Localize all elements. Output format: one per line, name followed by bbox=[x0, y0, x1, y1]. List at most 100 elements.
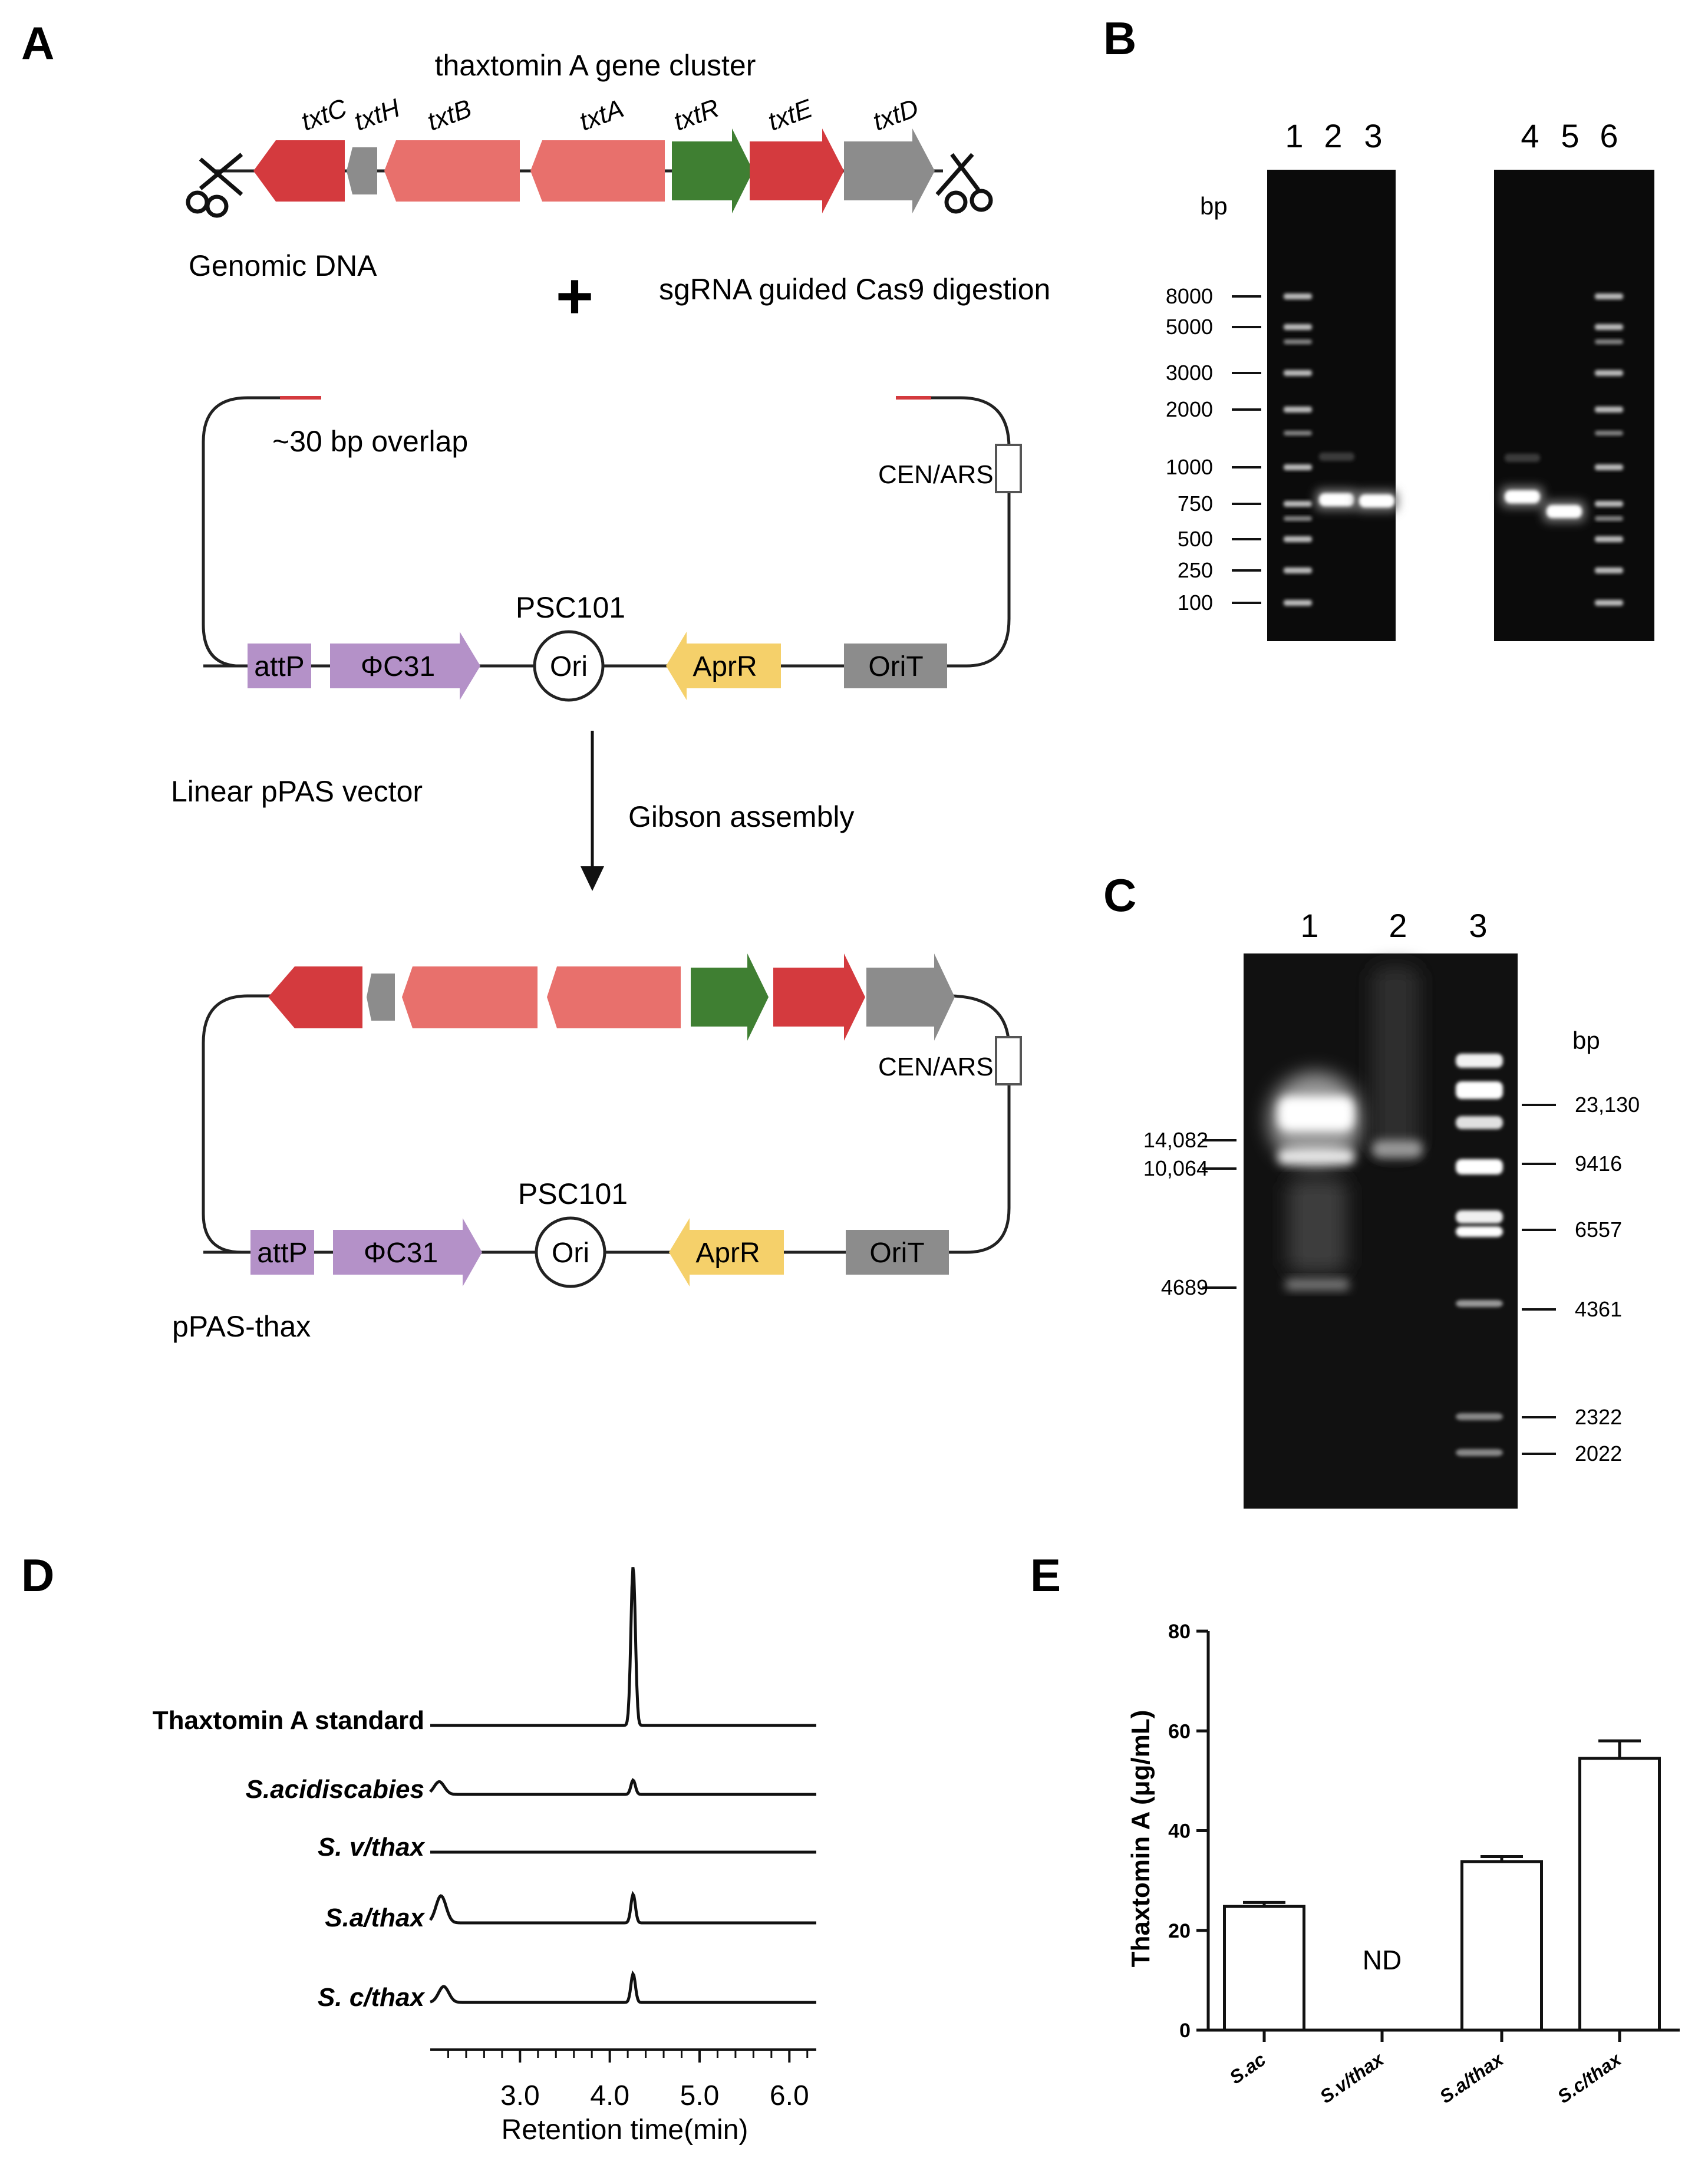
faint-band bbox=[1319, 453, 1354, 461]
ladder-band bbox=[1595, 431, 1623, 435]
gel-b-lane-3: 3 bbox=[1364, 117, 1382, 154]
ladder-band bbox=[1284, 293, 1312, 299]
ladder-label: 1000 bbox=[1166, 455, 1213, 479]
bar-category-label: S.c/thax bbox=[1554, 2048, 1625, 2108]
chrom-trace bbox=[430, 1567, 816, 1727]
ladder-band bbox=[1284, 536, 1312, 542]
sample-band bbox=[1359, 494, 1394, 507]
panel-letter-b: B bbox=[1103, 12, 1136, 64]
gel-b-unit: bp bbox=[1200, 192, 1228, 220]
lane1-band-mid bbox=[1278, 1149, 1354, 1164]
panel-c: 1 2 3 bp 14,08210,064468923,130941665574… bbox=[1143, 907, 1640, 1509]
gene-label-txtc: txtC bbox=[298, 93, 351, 136]
gel-b-lane-4: 4 bbox=[1521, 117, 1539, 154]
bar-category-label: S.a/thax bbox=[1436, 2048, 1508, 2108]
phic31-label: ΦC31 bbox=[361, 651, 435, 682]
attp-label-2: attP bbox=[257, 1238, 307, 1269]
ladder-label: 5000 bbox=[1166, 315, 1213, 339]
gel-c-ladder-band bbox=[1456, 1413, 1503, 1420]
gel-b-lane-2: 2 bbox=[1324, 117, 1342, 154]
gel-c-lane-3: 3 bbox=[1469, 907, 1487, 944]
bar-y-label: Thaxtomin A (μg/mL) bbox=[1126, 1710, 1155, 1968]
bar-category-label: S.ac bbox=[1225, 2048, 1270, 2088]
gene-arrow-txtc bbox=[253, 140, 345, 202]
bar-y-tick-label: 0 bbox=[1179, 2020, 1191, 2042]
scissors-right-icon bbox=[935, 153, 993, 214]
plasmid-gene-txtc bbox=[268, 966, 362, 1028]
gel-c-ladder-band bbox=[1456, 1226, 1503, 1237]
gene-label-txtr: txtR bbox=[670, 94, 723, 137]
panel-letter-d: D bbox=[21, 1549, 54, 1601]
plus-sign: + bbox=[556, 260, 593, 332]
phic31-label-2: ΦC31 bbox=[364, 1238, 438, 1269]
chrom-trace-label: S.acidiscabies bbox=[246, 1775, 424, 1804]
panel-letter-e: E bbox=[1030, 1549, 1061, 1601]
gel-c-ladder-band bbox=[1456, 1159, 1503, 1174]
aprr-label-2: AprR bbox=[695, 1238, 760, 1269]
plasmid-backbone-left bbox=[202, 994, 277, 1254]
ladder-band bbox=[1284, 600, 1312, 606]
ladder-band bbox=[1595, 464, 1623, 470]
attp-label: attP bbox=[254, 651, 304, 682]
scissors-left-icon bbox=[186, 153, 243, 218]
gene-arrow-txta bbox=[530, 140, 665, 202]
gel-c-ladder-band bbox=[1456, 1054, 1503, 1068]
digestion-label: sgRNA guided Cas9 digestion bbox=[659, 273, 1050, 306]
ladder-band bbox=[1595, 370, 1623, 376]
cen-ars-box-2 bbox=[995, 1036, 1022, 1085]
ori-label-2: Ori bbox=[552, 1238, 589, 1269]
gene-arrow-txtr bbox=[672, 128, 753, 213]
panel-letter-c: C bbox=[1103, 869, 1136, 921]
orit-box bbox=[844, 644, 947, 688]
chrom-trace bbox=[429, 1778, 816, 1796]
ladder-label: 100 bbox=[1178, 590, 1213, 615]
gel-b-lane-5: 5 bbox=[1561, 117, 1579, 154]
chrom-trace-label: Thaxtomin A standard bbox=[153, 1706, 424, 1735]
ladder-band bbox=[1284, 464, 1312, 470]
gel-c-unit: bp bbox=[1572, 1027, 1600, 1054]
plasmid-gene-txth bbox=[367, 974, 395, 1021]
gel-c-right-label: 2322 bbox=[1575, 1405, 1622, 1429]
ladder-band bbox=[1284, 370, 1312, 376]
gene-label-txtb: txtB bbox=[424, 94, 476, 136]
bar-y-tick-label: 40 bbox=[1168, 1820, 1191, 1843]
ladder-label: 3000 bbox=[1166, 361, 1213, 385]
lane1-lower-smear bbox=[1288, 1179, 1347, 1273]
ladder-label: 8000 bbox=[1166, 284, 1213, 308]
chrom-trace bbox=[428, 1890, 816, 1925]
gel-c-ladder-band bbox=[1456, 1081, 1503, 1099]
chrom-trace-label: S. v/thax bbox=[318, 1833, 425, 1862]
vector-backbone-left bbox=[202, 396, 321, 668]
gibson-label: Gibson assembly bbox=[628, 800, 855, 833]
ori-circle-2 bbox=[535, 1216, 606, 1288]
chrom-x-tick-label: 5.0 bbox=[680, 2080, 720, 2111]
ladder-band bbox=[1284, 567, 1312, 573]
ladder-band bbox=[1284, 407, 1312, 413]
cen-ars-label-2: CEN/ARS bbox=[878, 1052, 994, 1081]
gel-c-lane-2: 2 bbox=[1389, 907, 1407, 944]
lane2-smear bbox=[1372, 966, 1419, 1155]
phic31-arrow-2 bbox=[333, 1218, 482, 1286]
chrom-trace-label: S.a/thax bbox=[325, 1903, 425, 1932]
panel-letter-a: A bbox=[21, 17, 54, 69]
lane1-band-high bbox=[1278, 1096, 1354, 1131]
plasmid-gene-txta bbox=[547, 966, 681, 1028]
chrom-x-tick-label: 3.0 bbox=[500, 2080, 540, 2111]
panel-b: 1 2 3 4 5 6 bp 8000500030002000100075050… bbox=[1166, 117, 1654, 641]
gel-c-left-label: 14,082 bbox=[1143, 1128, 1208, 1152]
product-label: pPAS-thax bbox=[172, 1310, 311, 1343]
gene-arrow-txth bbox=[347, 147, 377, 194]
gel-c-right-label: 23,130 bbox=[1575, 1093, 1640, 1117]
ladder-label: 250 bbox=[1178, 558, 1213, 582]
ladder-band bbox=[1595, 600, 1623, 606]
ladder-band bbox=[1595, 501, 1623, 507]
ladder-label: 750 bbox=[1178, 491, 1213, 516]
ladder-band bbox=[1284, 339, 1312, 344]
orit-box-2 bbox=[846, 1230, 949, 1275]
gel-b-lane-6: 6 bbox=[1600, 117, 1618, 154]
ladder-band bbox=[1595, 536, 1623, 542]
vector-backbone-right bbox=[896, 396, 1011, 668]
ladder-band bbox=[1284, 516, 1312, 521]
